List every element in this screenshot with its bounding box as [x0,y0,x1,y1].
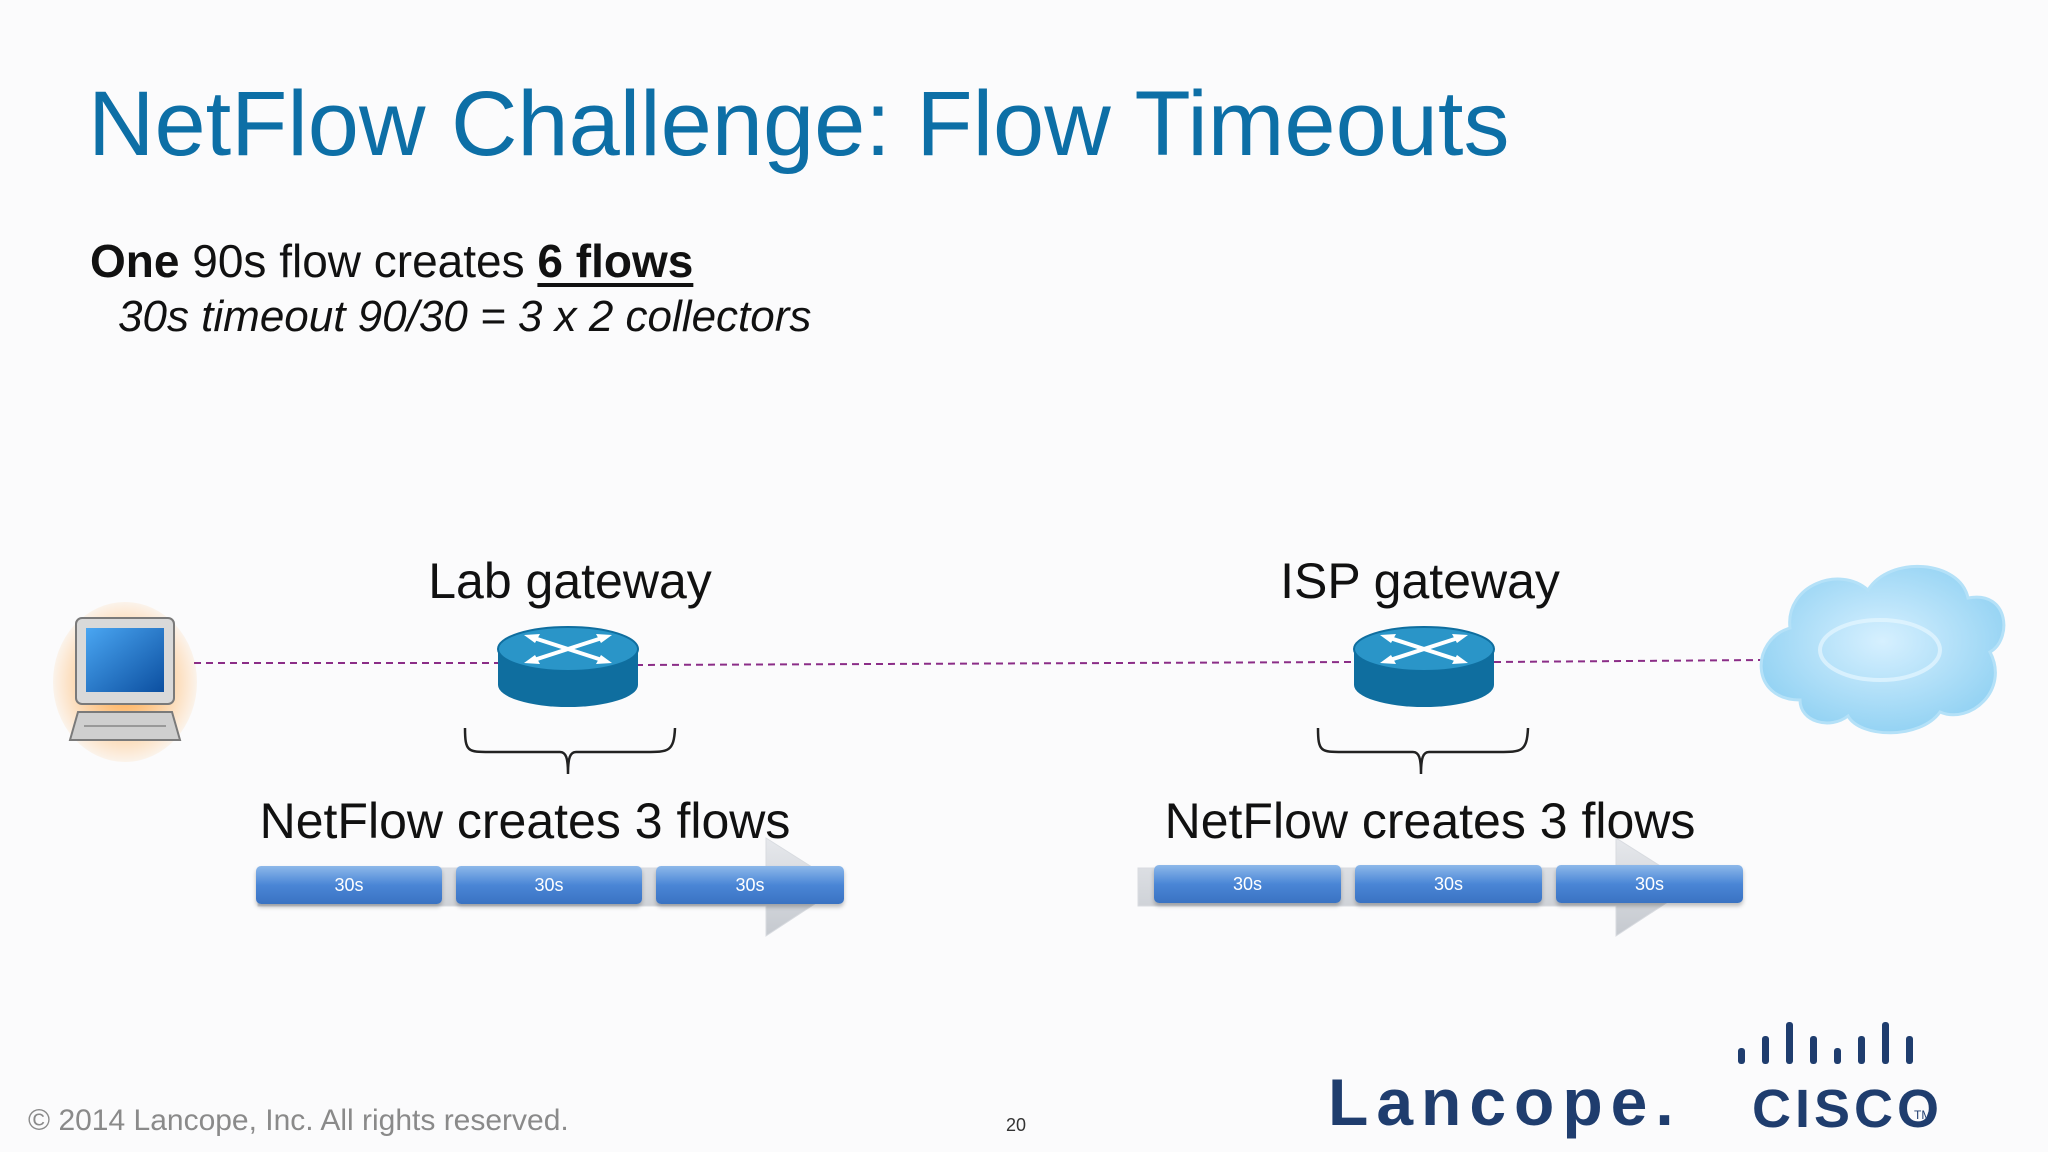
lab-flow-segment-2: 30s [456,866,642,904]
cisco-bars-icon [1738,1022,1913,1064]
lab-gateway-label: Lab gateway [428,553,712,609]
cisco-trademark: TM [1914,1108,1932,1122]
isp-flows-label: NetFlow creates 3 flows [1164,793,1696,849]
isp-flow-segment-3: 30s [1556,865,1743,903]
lancope-logo: Lancope. [1328,1065,1682,1139]
cloud-icon [1759,564,2006,735]
computer-icon [53,602,197,762]
subtitle-middle: 90s flow creates [179,235,538,287]
copyright-text: © 2014 Lancope, Inc. All rights reserved… [28,1104,569,1137]
lab-flow-segment-3: 30s [656,866,844,904]
brace-icon [463,727,677,775]
dashed-connection [194,659,1763,666]
isp-flow-segment-1: 30s [1154,865,1341,903]
cisco-logo-text: CISCO [1752,1079,1944,1139]
router-icon [497,626,639,707]
lab-flow-segment-1: 30s [256,866,442,904]
router-icon [1353,626,1495,707]
isp-gateway-label: ISP gateway [1280,553,1560,609]
isp-flow-segment-2: 30s [1355,865,1542,903]
lab-flows-label: NetFlow creates 3 flows [259,793,791,849]
slide-title: NetFlow Challenge: Flow Timeouts [88,73,1510,175]
subtitle-one: One [90,235,180,287]
subtitle-line-1: One 90s flow creates 6 flows [90,234,693,288]
subtitle-six-flows: 6 flows [537,235,694,287]
page-number: 20 [1006,1115,1027,1135]
subtitle-line-2: 30s timeout 90/30 = 3 x 2 collectors [118,292,812,341]
brace-icon [1316,727,1530,775]
